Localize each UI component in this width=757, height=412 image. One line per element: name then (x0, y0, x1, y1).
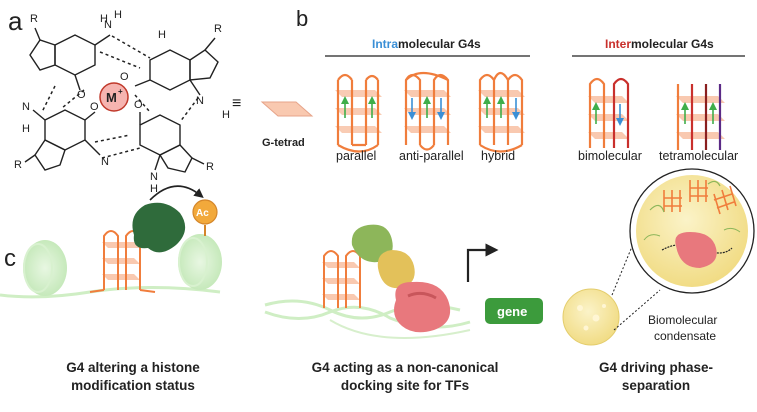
svg-text:O: O (134, 99, 143, 111)
topology-label-parallel: parallel (336, 149, 376, 163)
g4-tetramolecular-icon (676, 84, 725, 150)
intermolecular-heading: Intermolecular G4s (605, 37, 714, 51)
gene-box (485, 298, 543, 324)
transcription-factor-green (351, 224, 393, 263)
panel-a-label: a (8, 6, 23, 36)
g-tetrad-icon (260, 101, 314, 117)
atom-labels: N H O O O O N N N N R R R R H H H H H (14, 9, 230, 195)
topology-label-antiparallel: anti-parallel (399, 149, 464, 163)
condensate-label-line2: condensate (654, 329, 716, 343)
nucleosome-left (23, 240, 67, 296)
transcription-factor-pink (394, 281, 451, 333)
hydrogen-bonds (41, 35, 199, 159)
topology-labels: parallel anti-parallel hybrid bimolecula… (336, 149, 738, 163)
caption-1-line2: modification status (71, 378, 195, 393)
svg-text:R: R (206, 161, 214, 173)
svg-text:H: H (22, 123, 30, 135)
svg-text:O: O (77, 89, 86, 101)
topology-label-tetramolecular: tetramolecular (659, 149, 738, 163)
caption-1-line1: G4 altering a histone (66, 360, 200, 375)
histone-modifier-protein (132, 202, 186, 253)
metal-cation: M + (99, 82, 129, 112)
zoom-g4-structures (663, 180, 737, 215)
condensate-label-line1: Biomolecular (648, 313, 717, 327)
panel-b-label: b (296, 6, 308, 31)
svg-text:N: N (101, 156, 109, 168)
topology-label-hybrid: hybrid (481, 149, 515, 163)
gene-label: gene (497, 304, 527, 319)
topology-label-bimolecular: bimolecular (578, 149, 642, 163)
svg-text:N: N (196, 95, 204, 107)
g4-parallel-icon (335, 73, 382, 153)
svg-text:M: M (106, 90, 117, 105)
caption-2-line2: docking site for TFs (341, 378, 469, 393)
condensate-droplet (562, 288, 620, 346)
acetylation-arrow (149, 185, 204, 201)
svg-text:R: R (214, 23, 222, 35)
g-tetrad-label: G-tetrad (262, 137, 305, 149)
svg-text:N: N (104, 19, 112, 31)
svg-text:H: H (158, 29, 166, 41)
svg-text:R: R (30, 13, 38, 25)
g4-structure-2 (322, 250, 361, 308)
g4-antiparallel-icon (404, 71, 451, 151)
g4-hybrid-icon (478, 71, 525, 153)
zoom-tf-protein (675, 232, 717, 268)
intramolecular-heading: Intramolecular G4s (372, 37, 481, 51)
transcription-factor-yellow (377, 250, 415, 289)
acetyl-group-icon (192, 199, 218, 225)
scene-phase-separation: Biomolecular condensate (562, 168, 755, 346)
g4-structure-1 (89, 230, 156, 293)
svg-text:O: O (120, 71, 129, 83)
svg-text:H: H (222, 109, 230, 121)
nucleosome-right (178, 234, 222, 290)
transcription-start-arrow (466, 243, 499, 282)
svg-text:H: H (150, 183, 158, 195)
panel-c-label: c (4, 245, 16, 272)
svg-text:O: O (90, 101, 99, 113)
svg-text:+: + (118, 87, 123, 96)
svg-text:N: N (150, 171, 158, 183)
equivalence-symbol: ≡ (232, 95, 241, 112)
g4-bimolecular-icon (588, 77, 630, 148)
svg-text:H: H (114, 9, 122, 21)
scene-captions: G4 altering a histone modification statu… (66, 360, 713, 393)
svg-text:N: N (22, 101, 30, 113)
acetyl-label: Ac (196, 208, 209, 219)
scene-histone-modification: Ac (0, 185, 222, 299)
svg-text:R: R (14, 159, 22, 171)
svg-text:H: H (100, 13, 108, 25)
scene-tf-docking: gene (264, 224, 543, 339)
caption-3-line1: G4 driving phase- (599, 360, 713, 375)
g-tetrad-structure (24, 27, 219, 173)
caption-2-line1: G4 acting as a non-canonical (312, 360, 499, 375)
caption-3-line2: separation (622, 378, 690, 393)
